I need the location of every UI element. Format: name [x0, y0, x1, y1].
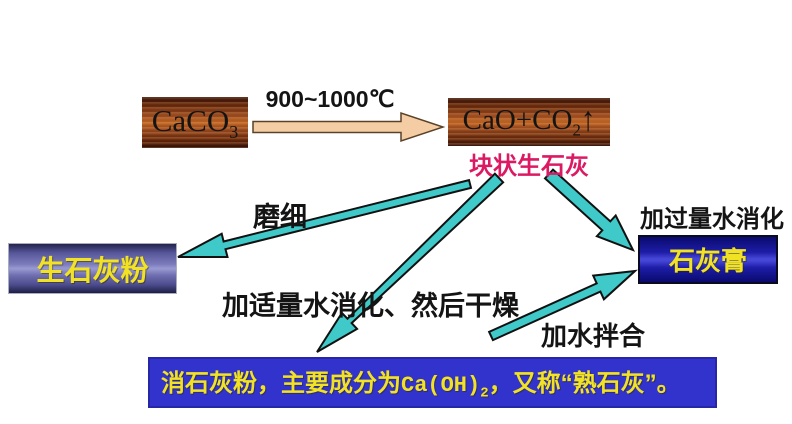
temperature-label: 900~1000℃: [265, 86, 395, 112]
lime-paste-box: 石灰膏: [638, 235, 778, 284]
grind-arrow: [177, 178, 473, 258]
excess-water-label: 加过量水消化: [640, 206, 784, 233]
slaked-lime-text-after: ，又称“熟石灰”。: [488, 370, 681, 398]
grind-label: 磨细: [253, 202, 307, 232]
cao-main: CaO+CO: [462, 103, 573, 136]
lump-quicklime-label: 块状生石灰: [469, 153, 589, 180]
cao-formula: CaO+CO2↑: [462, 100, 596, 140]
caco3-formula: CaCO3: [152, 103, 238, 143]
mix-water-arrow: [487, 269, 638, 342]
moderate-water-label: 加适量水消化、然后干燥: [222, 291, 519, 321]
slaked-lime-formula: Ca(OH): [401, 373, 481, 399]
lime-paste-label: 石灰膏: [668, 246, 747, 276]
slaked-lime-text-before: 消石灰粉，主要成分为: [161, 370, 401, 398]
slaked-lime-subscript: 2: [480, 385, 489, 402]
gas-up-arrow-icon: ↑: [580, 100, 596, 139]
caco3-main: CaCO: [151, 102, 230, 138]
mix-water-label: 加水拌合: [541, 321, 646, 351]
slaked-lime-text: 消石灰粉，主要成分为Ca(OH)2，又称“熟石灰”。: [161, 363, 681, 401]
slaked-lime-box: 消石灰粉，主要成分为Ca(OH)2，又称“熟石灰”。: [148, 357, 717, 408]
excess-water-arrow: [543, 168, 636, 252]
cao-box: CaO+CO2↑: [448, 98, 610, 146]
quicklime-powder-box: 生石灰粉: [8, 243, 177, 294]
cao-subscript: 2: [572, 120, 581, 140]
caco3-box: CaCO3: [142, 97, 248, 148]
caco3-subscript: 3: [229, 121, 239, 142]
slake-dry-arrow: [316, 172, 505, 353]
reaction-arrow: [252, 111, 446, 143]
quicklime-powder-label: 生石灰粉: [36, 254, 149, 286]
